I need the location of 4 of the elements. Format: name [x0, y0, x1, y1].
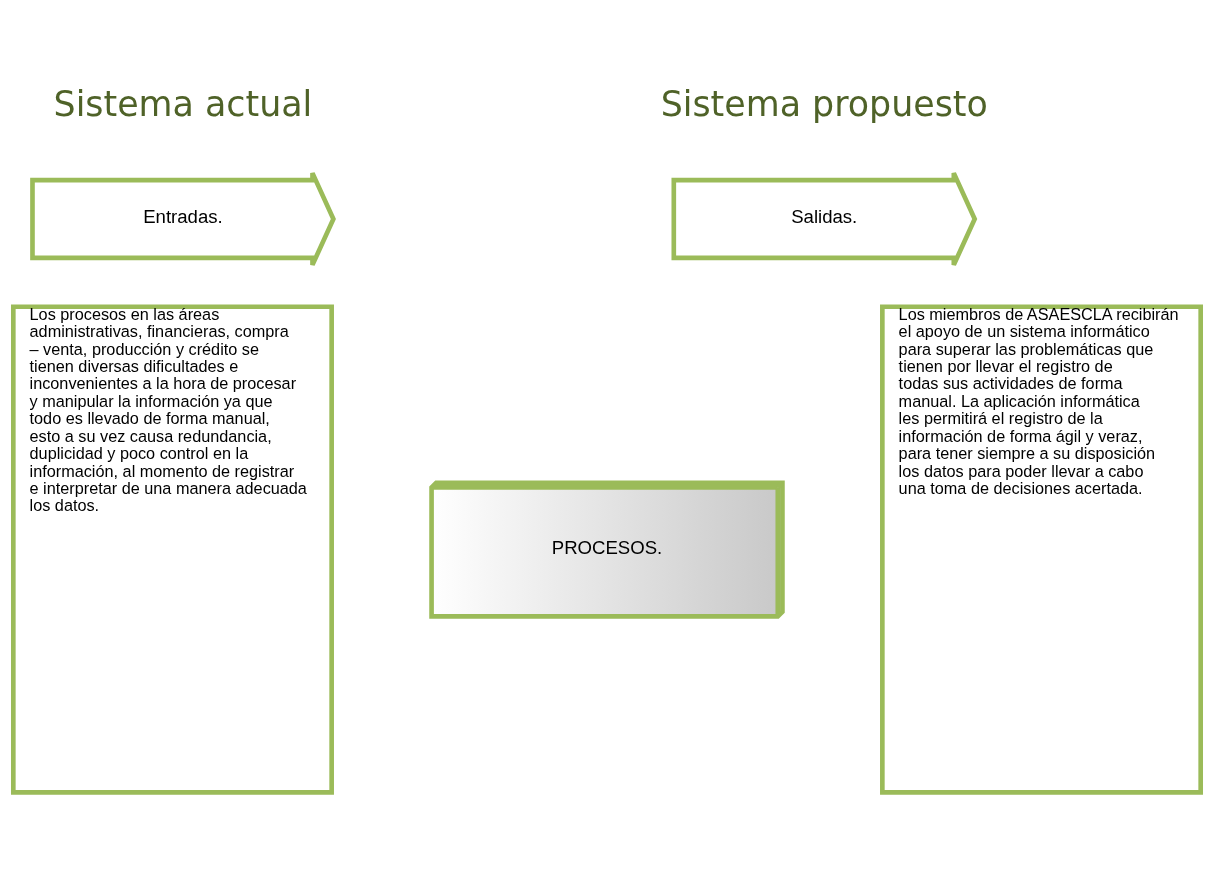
label: Sistema actual [53, 84, 313, 125]
node-box: Los procesos en las áreas administrativas, financieras, compra – venta, producción y crédito se tienen diversas dificultades e inconvenientes a la hora de procesar y manipular la información ya que todo es llevado de forma manual, esto a su vez causa redundancia, duplicidad y poco control en la información, al momento de registrar e interpretar de una manera adecuada los datos. [11, 304, 334, 795]
label: Sistema propuesto [660, 84, 988, 125]
node-box: Los miembros de ASAESCLA recibirán el apoyo de un sistema informático para superar las problemáticas que tienen por llevar el registro de todas sus actividades de forma manual. La aplicación informática les permitirá el registro de la información de forma ágil y veraz, para tener siempre a su disposición los datos para poder llevar a cabo una toma de decisiones acertada. [880, 304, 1203, 795]
